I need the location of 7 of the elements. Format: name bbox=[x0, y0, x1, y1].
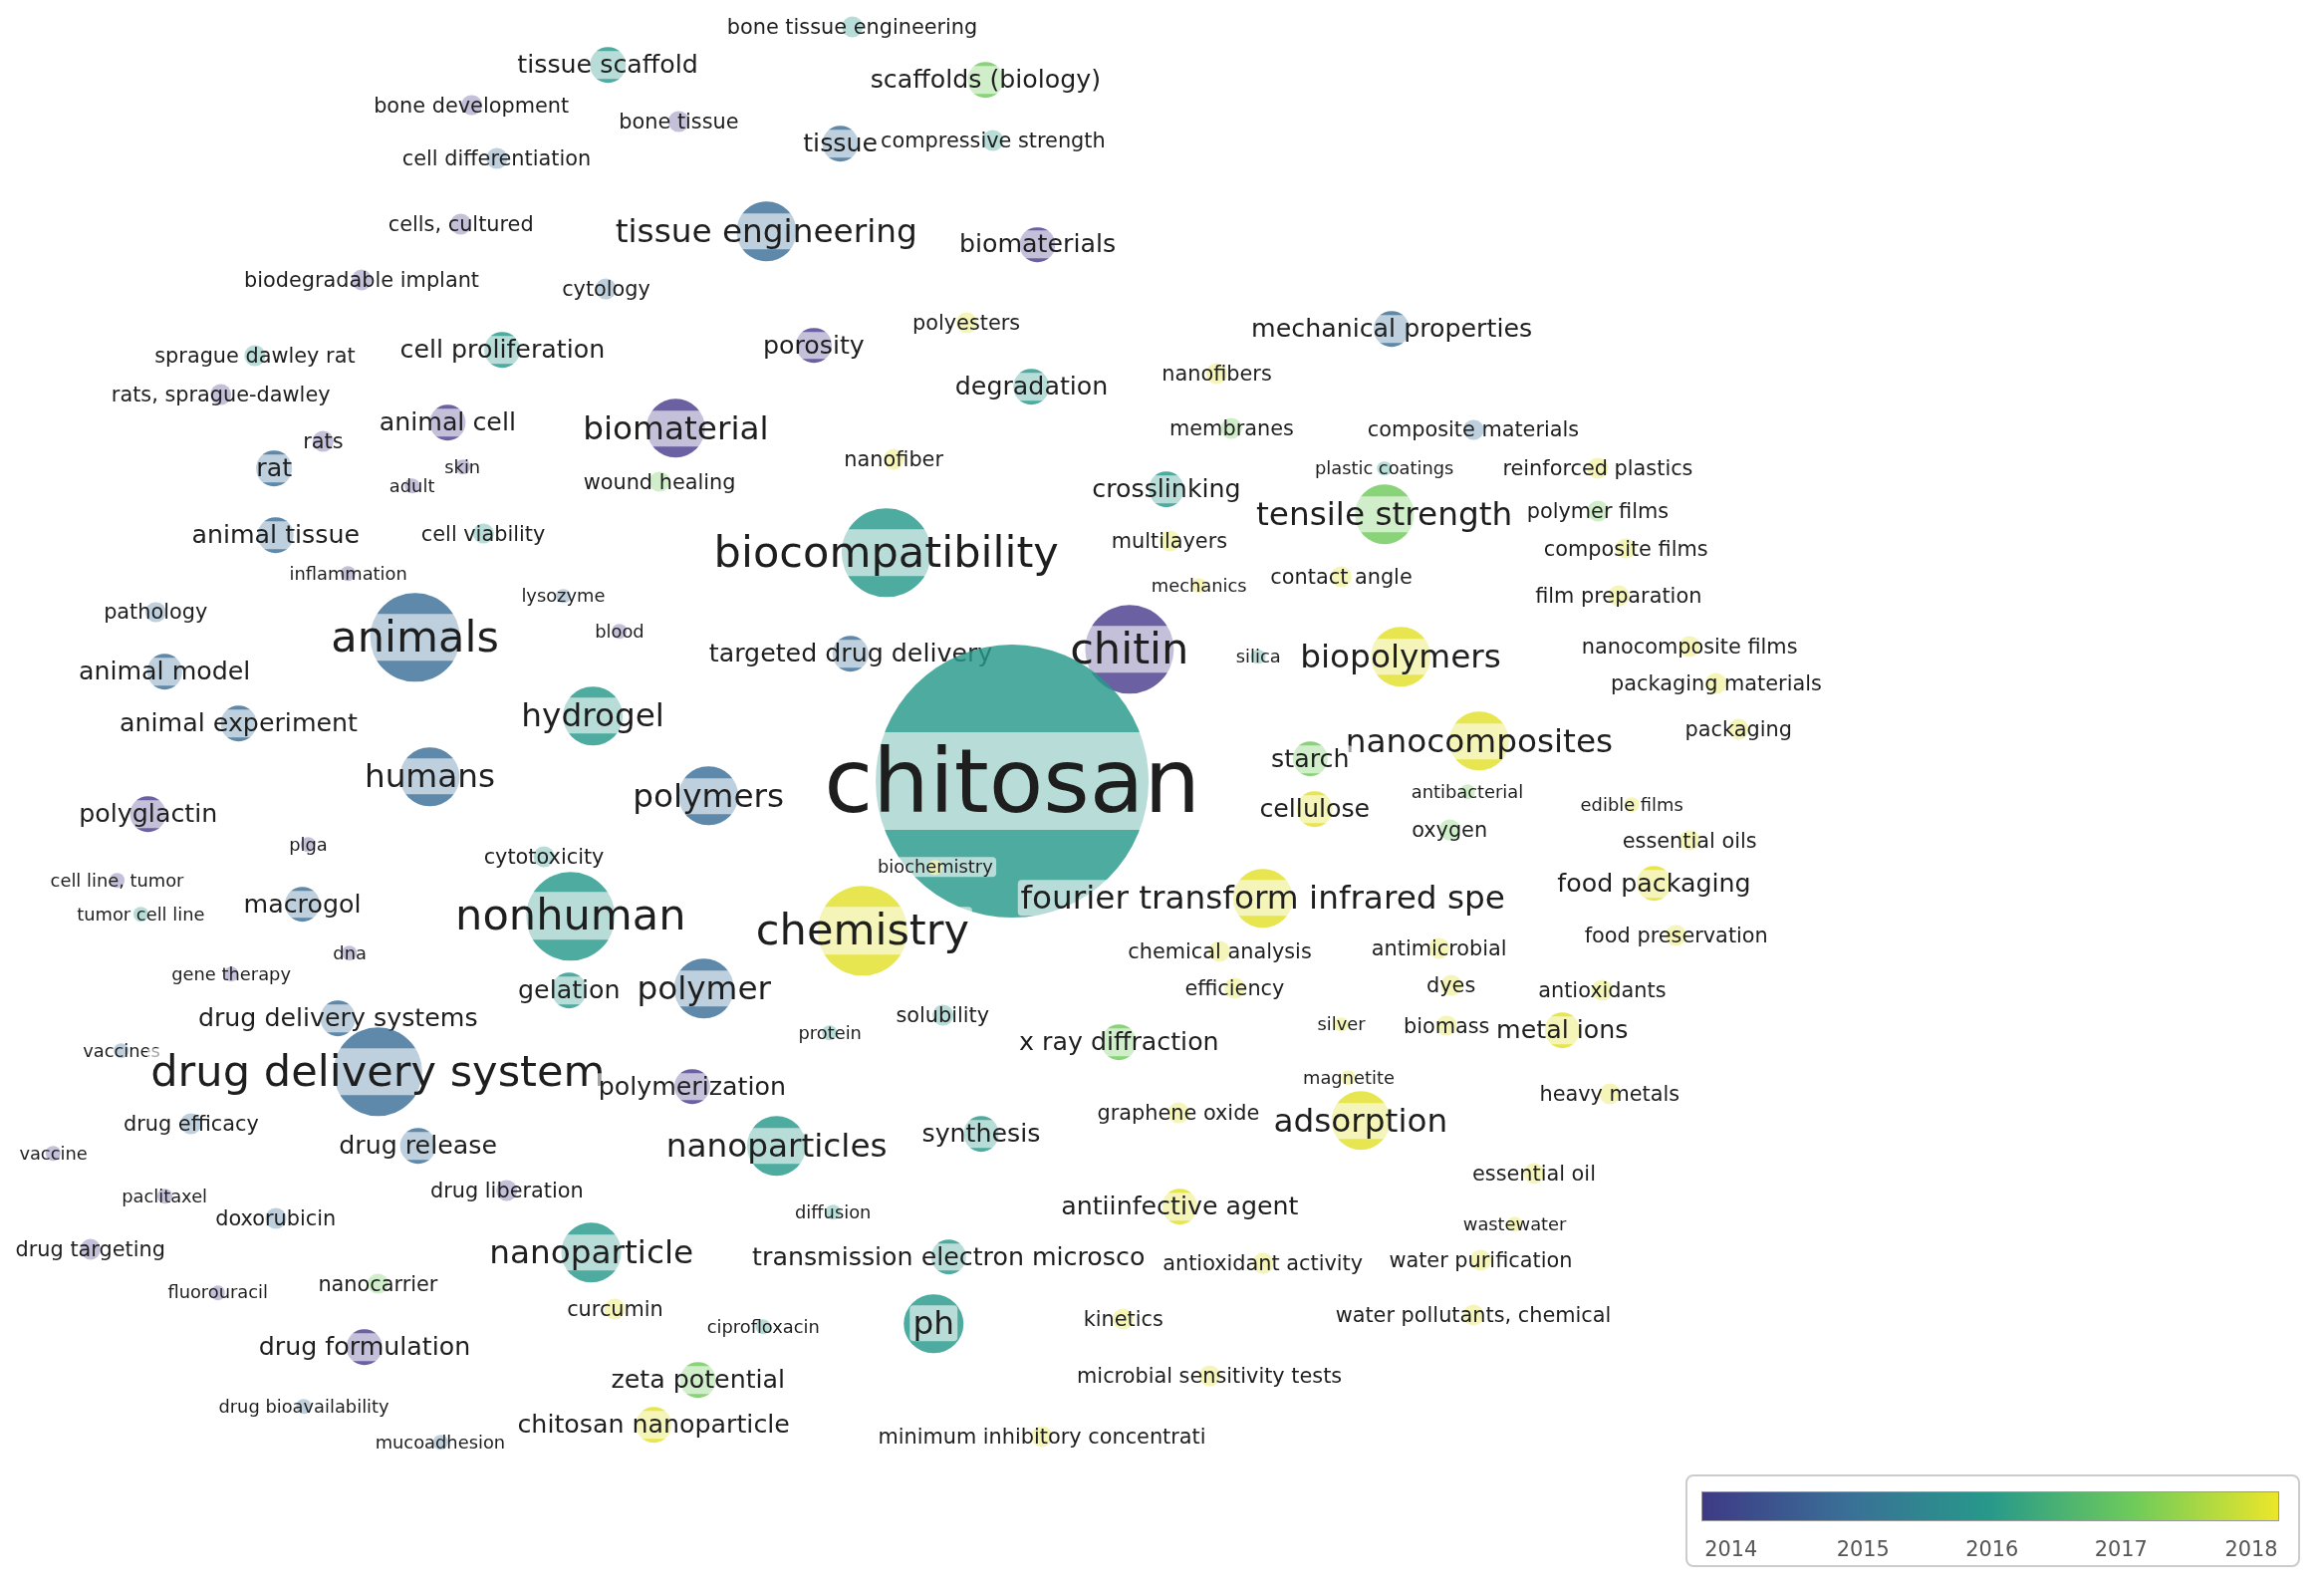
scale-tick-label: 2018 bbox=[2224, 1536, 2278, 1561]
keyword-label: rat bbox=[253, 454, 296, 483]
scale-tick-label: 2015 bbox=[1836, 1536, 1890, 1561]
keyword-label: ph bbox=[909, 1305, 958, 1342]
scale-tick-label: 2016 bbox=[1965, 1536, 2019, 1561]
scale-tick-label: 2017 bbox=[2094, 1536, 2148, 1561]
scale-tick-label: 2014 bbox=[1704, 1536, 1758, 1561]
